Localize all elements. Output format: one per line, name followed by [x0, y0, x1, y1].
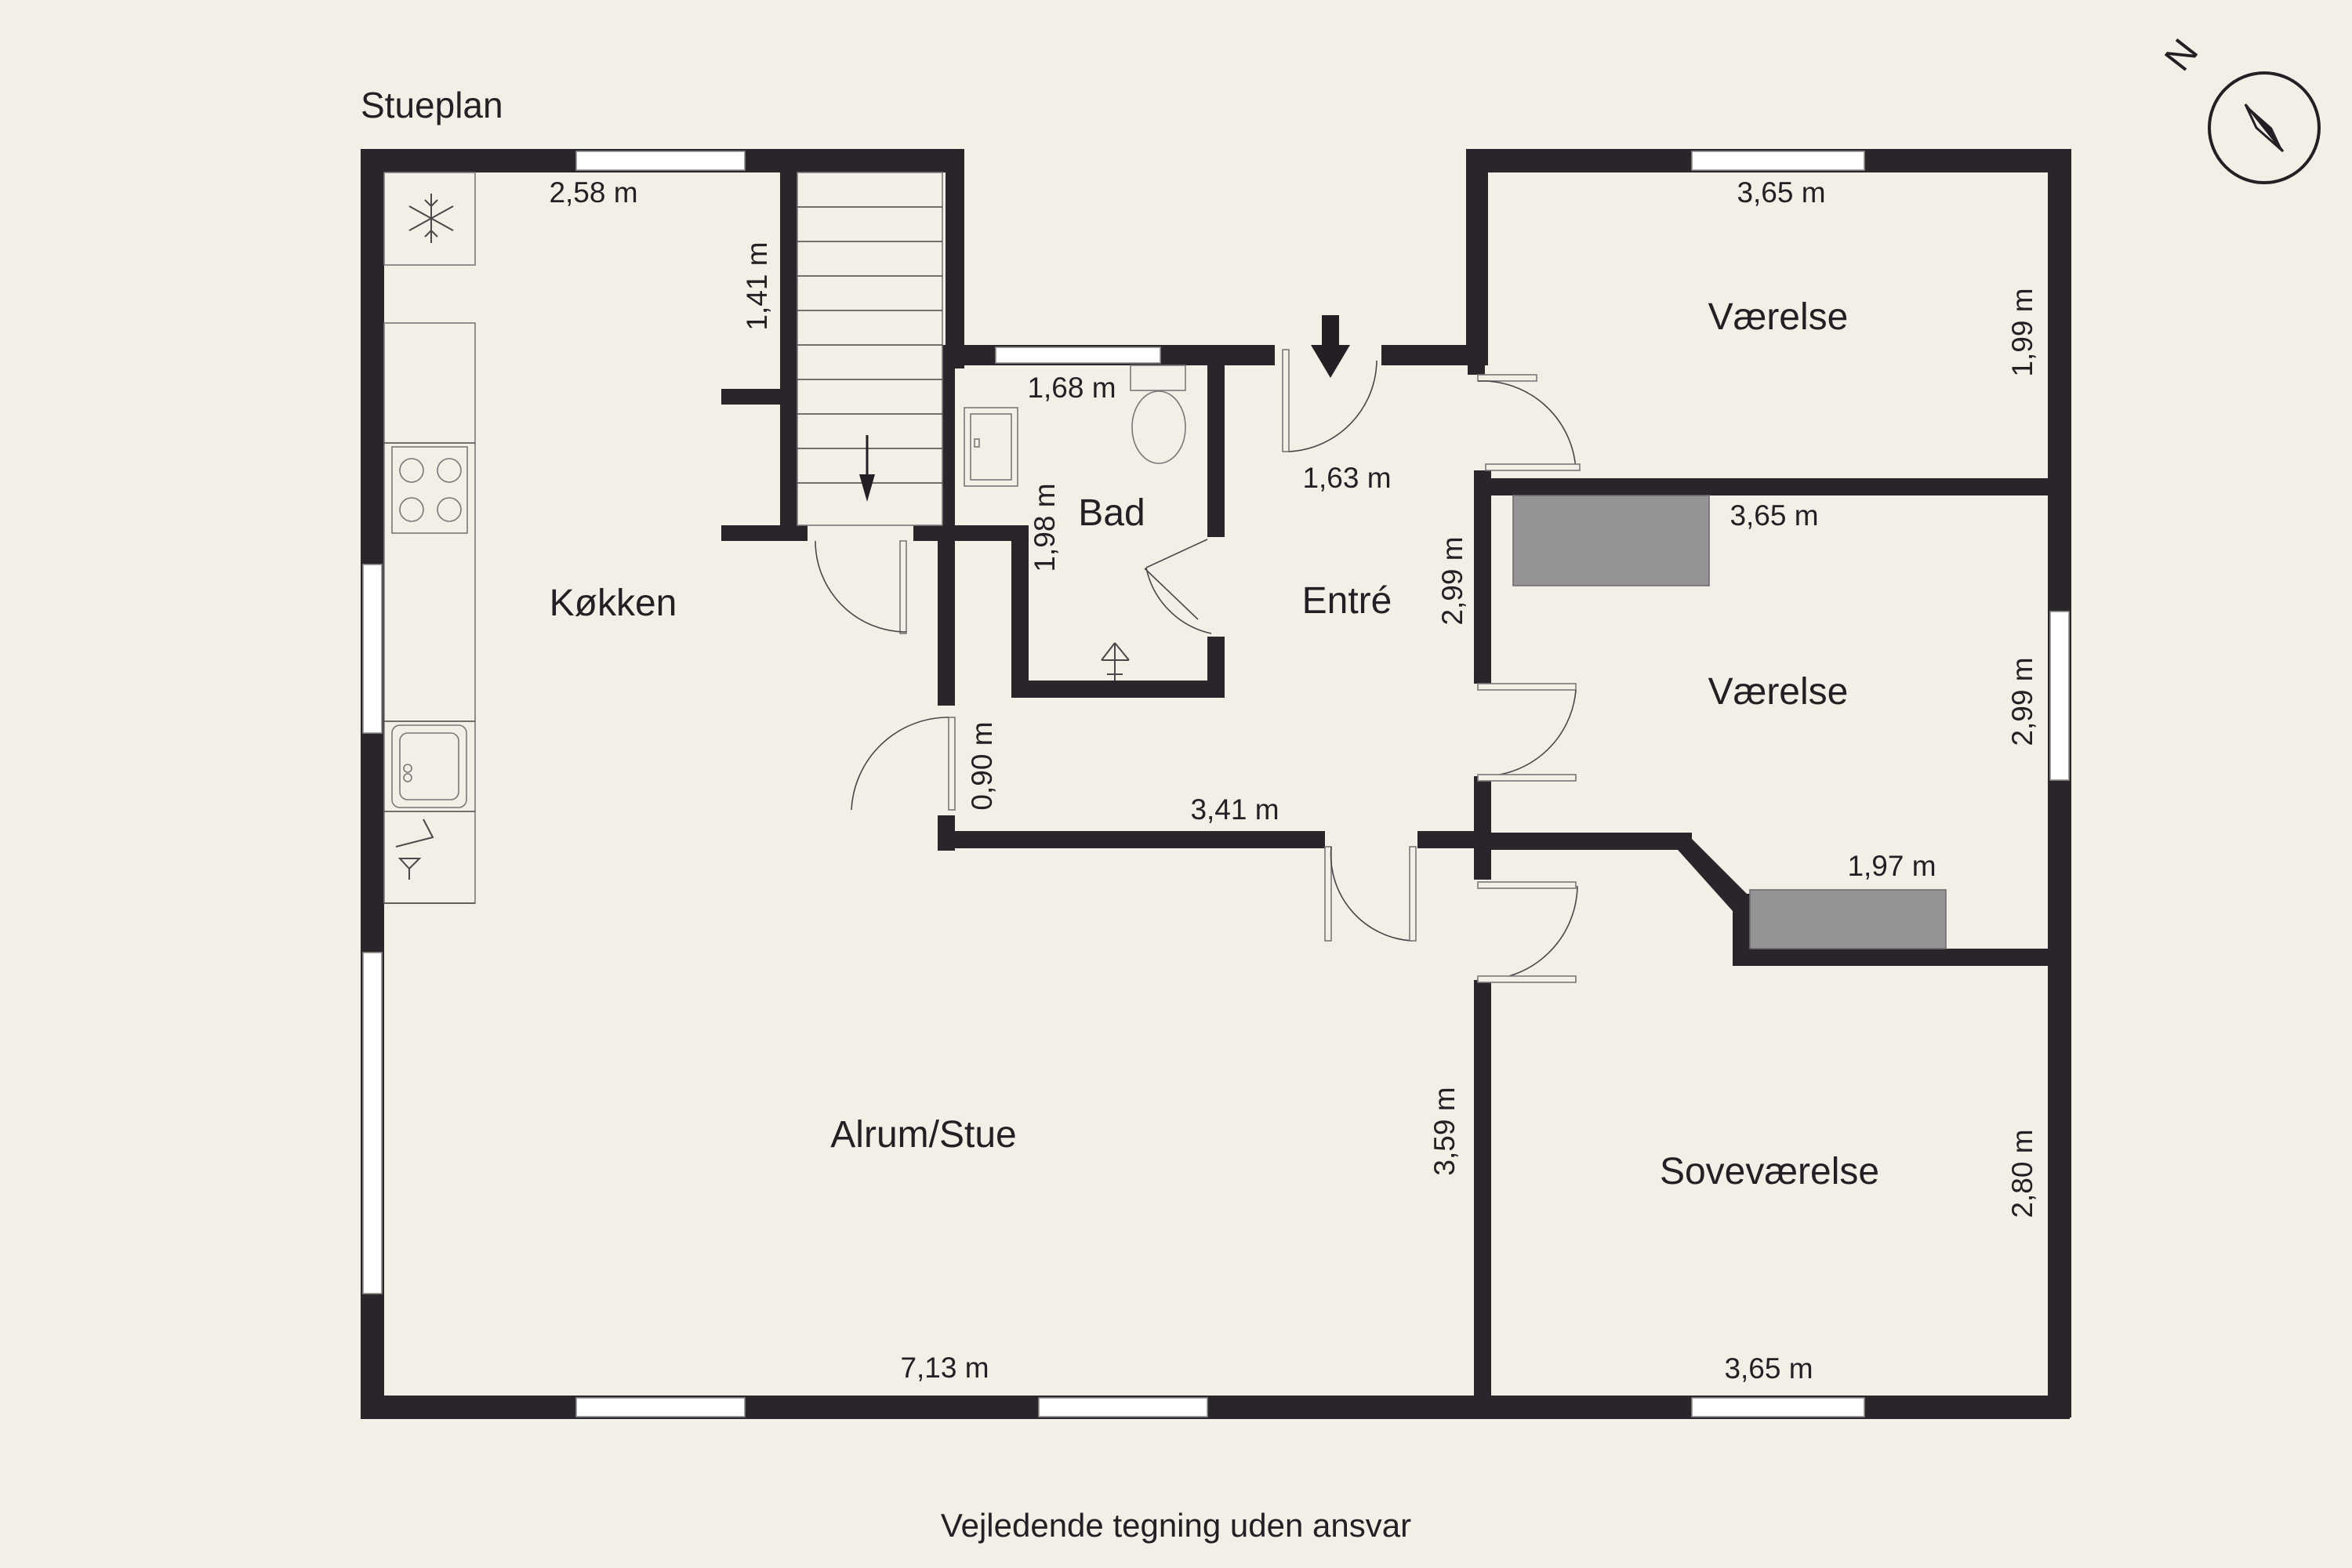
room-label-room1: Værelse — [1708, 296, 1849, 338]
dim-bedroom-depth: 2,80 m — [2006, 1129, 2038, 1218]
window — [575, 151, 746, 171]
windows — [362, 151, 2070, 1417]
dim-closet2-width: 1,97 m — [1847, 850, 1936, 882]
dim-room2-width: 3,65 m — [1730, 499, 1818, 532]
built-in-wardrobe — [1750, 890, 1946, 949]
dishwasher-icon — [395, 818, 434, 880]
kitchen-counter — [383, 172, 476, 904]
room-label-room2: Værelse — [1708, 671, 1849, 713]
window — [2049, 611, 2070, 781]
dim-bath-depth: 1,98 m — [1029, 483, 1061, 572]
bathroom-fixtures — [964, 365, 1186, 681]
window — [575, 1397, 746, 1417]
dim-room2-depth: 2,99 m — [2006, 657, 2038, 746]
dim-bath-width: 1,68 m — [1027, 372, 1116, 404]
staircase — [797, 172, 943, 526]
compass-north-letter: N — [2157, 31, 2206, 78]
stair-arrow-icon — [859, 435, 875, 502]
window — [995, 347, 1161, 364]
dim-entry-width: 1,63 m — [1302, 462, 1391, 494]
window — [1038, 1397, 1208, 1417]
dim-closet-width: 0,90 m — [966, 721, 998, 810]
exterior-walls — [361, 149, 2071, 1419]
built-in-wardrobe — [1513, 495, 1709, 586]
dim-stair-length: 1,41 m — [741, 241, 773, 330]
window — [362, 564, 383, 734]
sink-icon — [391, 724, 467, 808]
stove-icon — [391, 446, 468, 534]
room-label-kitchen: Køkken — [550, 583, 677, 624]
floor-drain-icon — [1101, 642, 1130, 681]
doors — [815, 349, 1581, 983]
room-label-entry: Entré — [1302, 580, 1392, 622]
room-label-living: Alrum/Stue — [830, 1114, 1016, 1156]
dim-hall-length: 3,41 m — [1190, 793, 1279, 826]
disclaimer: Vejledende tegning uden ansvar — [941, 1507, 1411, 1544]
room-label-bedroom: Soveværelse — [1660, 1151, 1879, 1192]
compass-icon: N — [2157, 31, 2321, 184]
dim-living-width: 7,13 m — [900, 1352, 989, 1384]
sink-icon — [964, 407, 1018, 487]
dim-room1-depth: 1,99 m — [2006, 288, 2038, 376]
window — [1691, 1397, 1865, 1417]
dim-bedroom-width: 3,65 m — [1724, 1352, 1813, 1385]
dim-entry-depth: 2,99 m — [1436, 536, 1468, 625]
plan-title: Stueplan — [361, 85, 503, 125]
entry-arrow-icon — [1311, 315, 1350, 378]
dim-room1-width: 3,65 m — [1737, 176, 1825, 209]
toilet-icon — [1130, 365, 1186, 464]
room-label-bath: Bad — [1078, 492, 1145, 534]
window — [1691, 151, 1865, 171]
dim-kitchen-width: 2,58 m — [549, 176, 637, 209]
dim-living-depth: 3,59 m — [1428, 1087, 1461, 1175]
snowflake-icon — [408, 194, 454, 243]
window — [362, 952, 383, 1294]
